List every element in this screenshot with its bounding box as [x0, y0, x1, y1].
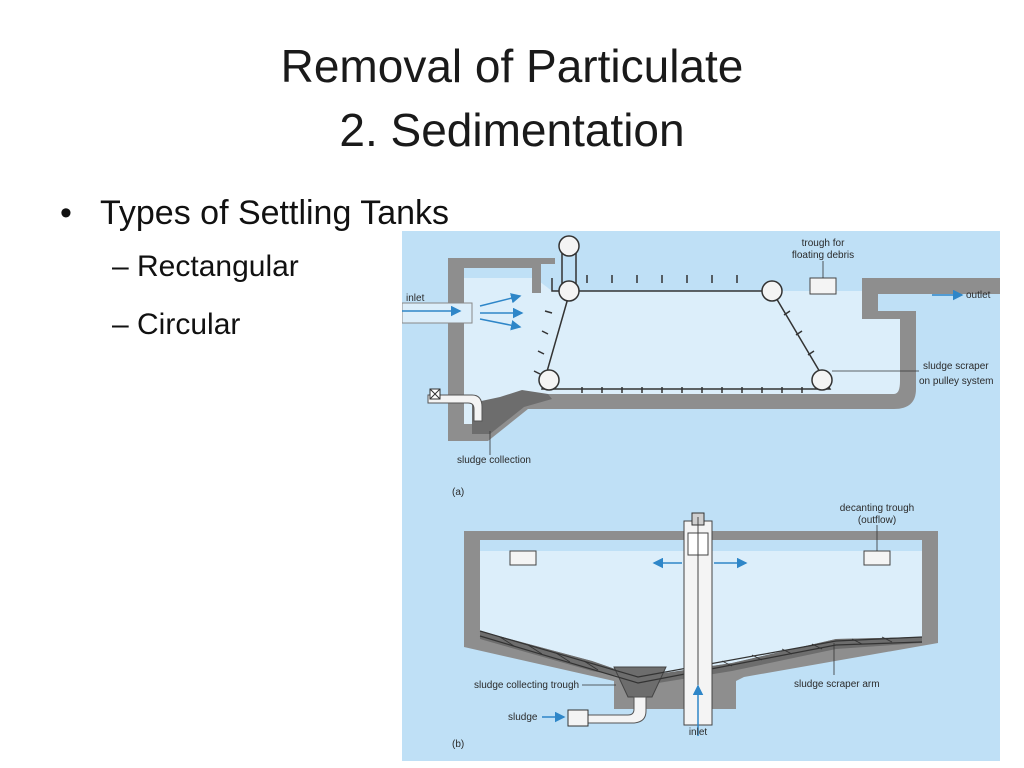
scraper-label: sludge scraper: [923, 361, 989, 372]
sludge-outlet: [567, 709, 589, 727]
outlet-label-a: outlet: [966, 290, 991, 301]
inlet-baffle: [532, 258, 555, 293]
bullet-text: Types of Settling Tanks: [100, 194, 450, 232]
scraper-arm-label: sludge scraper arm: [794, 679, 880, 690]
debris-trough: [809, 277, 837, 295]
sludge-layer-b: [480, 631, 922, 683]
trough-label: floating debris: [792, 250, 854, 261]
slide-title: Removal of Particulate 2. Sedimentation: [0, 34, 1024, 162]
panel-a-label: (a): [452, 487, 464, 498]
circular-tank-diagram: decanting trough (outflow) sludge collec…: [452, 503, 938, 750]
sludge-pipe-a: [427, 394, 483, 422]
pulley-icon: [558, 235, 580, 257]
scraper-flights: [533, 275, 815, 393]
pulley-icon: [761, 280, 783, 302]
bullet-dot: •: [60, 194, 72, 232]
settling-tanks-figure: trough for floating debris inlet outlet …: [402, 231, 1000, 761]
title-line-1: Removal of Particulate: [280, 40, 744, 92]
sub-bullet-circular: – Circular: [112, 308, 241, 341]
decanting-trough: [509, 550, 537, 566]
inlet-label-b: inlet: [689, 727, 708, 738]
tank-a-wall-floor: [448, 278, 1000, 441]
pulley-icon: [558, 280, 580, 302]
sludge-trough-label: sludge collecting trough: [474, 680, 579, 691]
settling-tanks-diagram: trough for floating debris inlet outlet …: [402, 231, 1000, 761]
panel-b-label: (b): [452, 739, 464, 750]
title-line-2: 2. Sedimentation: [339, 104, 685, 156]
sludge-label-b: sludge: [508, 712, 538, 723]
scraper-label: on pulley system: [919, 376, 993, 387]
rectangular-tank-diagram: trough for floating debris inlet outlet …: [402, 235, 1000, 498]
inlet-pipe-a: [402, 302, 473, 324]
sub-bullet-rectangular: – Rectangular: [112, 250, 299, 283]
decanting-label: decanting trough: [840, 503, 915, 514]
flow-arrow: [479, 318, 522, 331]
bullet-list: • Types of Settling Tanks – Rectangular …: [60, 188, 449, 354]
decanting-label: (outflow): [858, 515, 896, 526]
pulley-icon: [538, 369, 560, 391]
sludge-deposit-a: [472, 390, 552, 434]
inlet-label-a: inlet: [406, 293, 425, 304]
tank-a-wall-left: [448, 258, 532, 388]
scraper-arm: [479, 630, 923, 678]
bullet-types-of-settling-tanks: • Types of Settling Tanks: [60, 188, 449, 238]
trough-label: trough for: [802, 238, 845, 249]
decanting-trough: [863, 550, 891, 566]
sludge-collection-label: sludge collection: [457, 455, 531, 466]
flow-arrow: [479, 293, 522, 307]
pulley-icon: [811, 369, 833, 391]
